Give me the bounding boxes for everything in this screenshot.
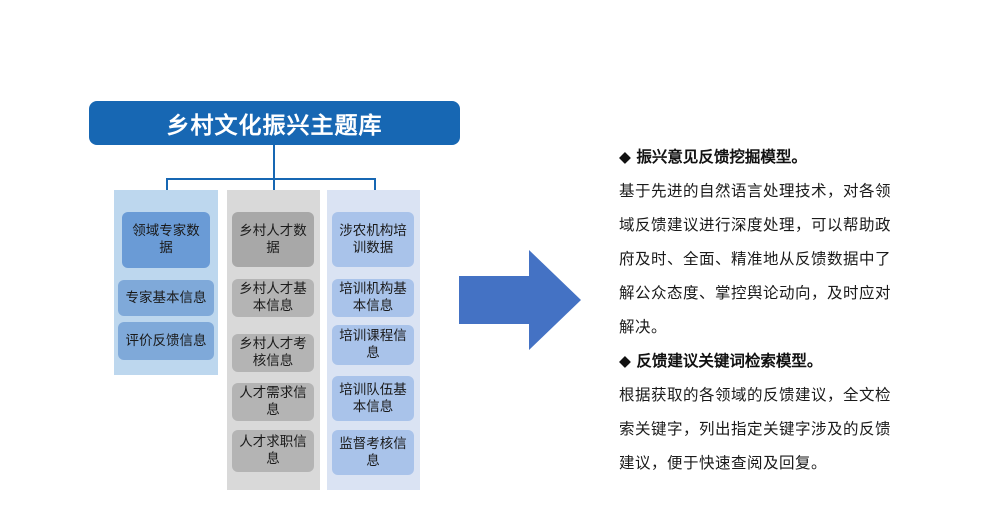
section-line: 根据获取的各领域的反馈建议，全文检 [619,386,892,404]
section-line: 域反馈建议进行深度处理，可以帮助政 [619,216,892,234]
talent-jobseek-box: 人才求职信息 [232,430,314,472]
right-arrow-icon [459,250,581,350]
section-heading-2: ◆ 反馈建议关键词检索模型。 [619,352,823,370]
section-line: 索关键字，列出指定关键字涉及的反馈 [619,420,892,438]
library-title: 乡村文化振兴主题库 [89,101,460,145]
connector-middle [273,178,275,190]
talent-assessment-box: 乡村人才考核信息 [232,334,314,372]
talent-demand-box: 人才需求信息 [232,383,314,421]
connector-left [166,178,168,190]
connector-horizontal [166,178,375,180]
expert-basic-info-box: 专家基本信息 [118,280,214,316]
description-text: ◆ 振兴意见反馈挖掘模型。 基于先进的自然语言处理技术，对各领 域反馈建议进行深… [619,140,964,480]
training-course-box: 培训课程信息 [332,325,414,365]
section-line: 建议，便于快速查阅及回复。 [619,454,828,472]
section-heading-1: ◆ 振兴意见反馈挖掘模型。 [619,148,807,166]
section-line: 解公众态度、掌控舆论动向，及时应对 [619,284,892,302]
talent-basic-info-box: 乡村人才基本信息 [232,279,314,317]
section-line: 基于先进的自然语言处理技术，对各领 [619,182,892,200]
connector-right [374,178,376,190]
expert-data-box: 领域专家数据 [122,212,210,268]
connector-vertical-main [273,145,275,179]
training-org-info-box: 培训机构基本信息 [332,279,414,317]
section-line: 府及时、全面、精准地从反馈数据中了 [619,250,892,268]
training-org-data-box: 涉农机构培训数据 [332,212,414,267]
feedback-info-box: 评价反馈信息 [118,322,214,360]
rural-talent-data-box: 乡村人才数据 [232,212,314,267]
supervision-box: 监督考核信息 [332,430,414,475]
section-line: 解决。 [619,318,668,336]
training-team-box: 培训队伍基本信息 [332,376,414,421]
